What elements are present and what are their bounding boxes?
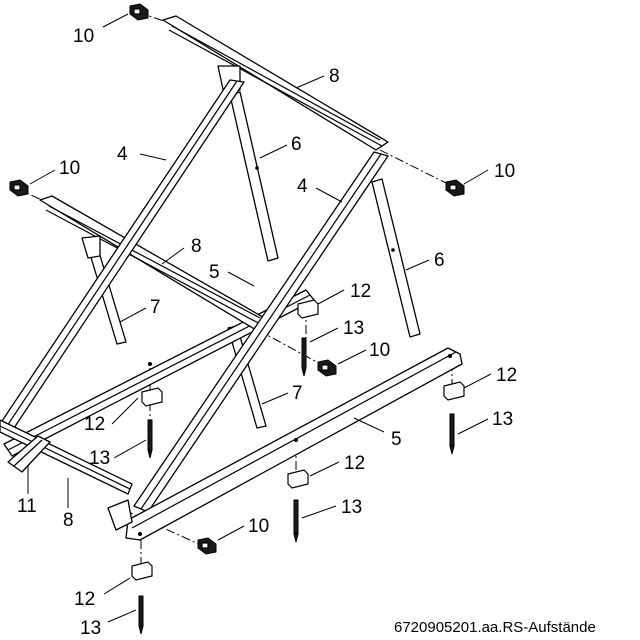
callout-13-d: 13 [492, 409, 513, 430]
support-bracket [7, 435, 51, 473]
callout-6-lower: 6 [434, 250, 445, 271]
ballast-block-12-a [297, 299, 319, 319]
callout-12-a: 12 [350, 281, 371, 302]
callout-8-middle: 8 [191, 236, 202, 257]
callout-10-bottom: 10 [248, 516, 269, 537]
callout-4-lower: 4 [297, 176, 308, 197]
clamp-10-middle [317, 359, 337, 377]
clamp-10-left [9, 179, 29, 197]
callout-11: 11 [17, 496, 37, 517]
callout-10-top: 10 [73, 26, 94, 47]
profile-rail-upper [162, 15, 389, 151]
callout-7-right: 7 [292, 383, 303, 404]
callout-13-c: 13 [341, 497, 362, 518]
callout-12-b: 12 [84, 414, 105, 435]
callout-10-middle: 10 [369, 340, 390, 361]
rear-leg-upper [229, 91, 279, 262]
ground-screw-13-d [449, 413, 455, 455]
rear-leg-lower [371, 178, 421, 338]
callout-10-right: 10 [494, 161, 515, 182]
clamp-10-bottom [197, 537, 217, 555]
callout-10-left: 10 [59, 158, 80, 179]
drawing-reference-number: 6720905201.aa.RS-Aufstände [394, 619, 596, 636]
callout-13-b: 13 [89, 448, 110, 469]
callout-labels: 10 8 4 6 10 10 4 8 5 6 12 7 13 10 12 7 1… [17, 26, 517, 639]
callout-8-lower: 8 [63, 510, 74, 531]
clamp-10-right-top [445, 179, 465, 197]
ballast-block-12-e [131, 561, 153, 581]
callout-12-e: 12 [74, 589, 95, 610]
callout-13-e: 13 [80, 618, 101, 639]
callout-4-upper: 4 [117, 144, 128, 165]
diagonal-beam-upper [0, 79, 245, 429]
profile-rail-lower [0, 419, 133, 531]
ground-screw-13-e [138, 595, 144, 635]
callout-13-a: 13 [343, 318, 364, 339]
callout-7-left: 7 [150, 297, 161, 318]
callout-8-upper: 8 [329, 66, 340, 87]
ground-screw-13-a [301, 337, 307, 377]
callout-5-lower: 5 [391, 429, 402, 450]
ground-screw-13-b [147, 419, 153, 459]
base-rail-lower [125, 347, 463, 541]
leader-lines [27, 13, 492, 623]
ground-screw-13-c [293, 499, 299, 543]
callout-5-upper: 5 [209, 262, 220, 283]
clamp-10-top [129, 3, 149, 21]
callout-12-c: 12 [344, 453, 365, 474]
callout-12-d: 12 [496, 365, 517, 386]
callout-6-upper: 6 [291, 134, 302, 155]
ballast-block-12-d [443, 381, 465, 401]
ballast-block-12-b [141, 387, 163, 407]
ballast-block-12-c [287, 469, 309, 489]
